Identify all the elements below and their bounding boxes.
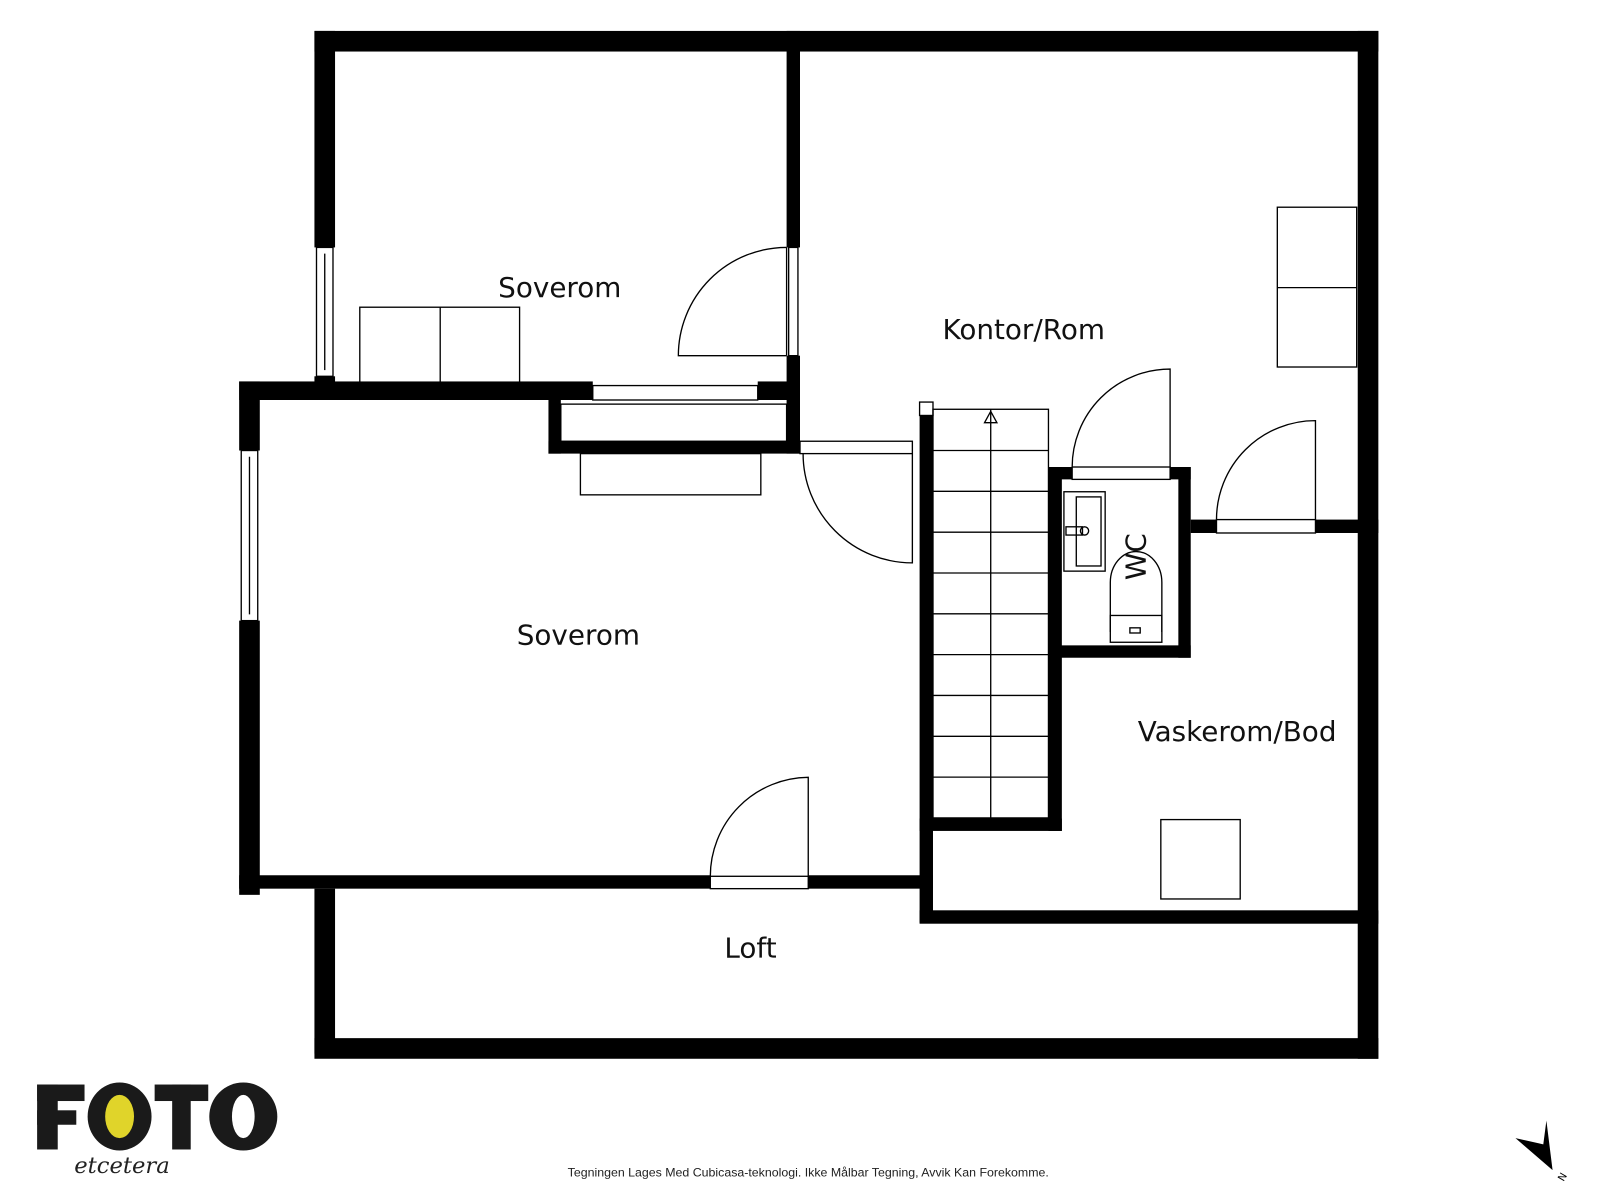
room-label-wc: WC	[1119, 533, 1152, 580]
room-label-bedroom-top: Soverom	[498, 271, 621, 304]
north-label: N	[1556, 1171, 1570, 1184]
window	[315, 246, 334, 377]
disclaimer: Tegningen Lages Med Cubicasa-teknologi. …	[568, 1165, 1049, 1179]
north-arrow-icon: N	[1515, 1120, 1570, 1184]
room-labels: Soverom Kontor/Rom Soverom WC Vaskerom/B…	[498, 271, 1336, 965]
windows-doors-fixtures	[240, 206, 1358, 900]
room-label-laundry: Vaskerom/Bod	[1138, 715, 1337, 748]
closet-opening	[592, 384, 759, 401]
logo: etcetera	[37, 1082, 278, 1179]
logo-subtitle: etcetera	[74, 1153, 170, 1179]
shelf	[579, 452, 762, 496]
appliance	[1160, 818, 1241, 900]
window	[240, 449, 259, 622]
room-label-bedroom-main: Soverom	[517, 618, 640, 651]
room-label-office: Kontor/Rom	[942, 313, 1104, 346]
walls	[239, 30, 1379, 1059]
room-label-loft: Loft	[724, 932, 776, 965]
